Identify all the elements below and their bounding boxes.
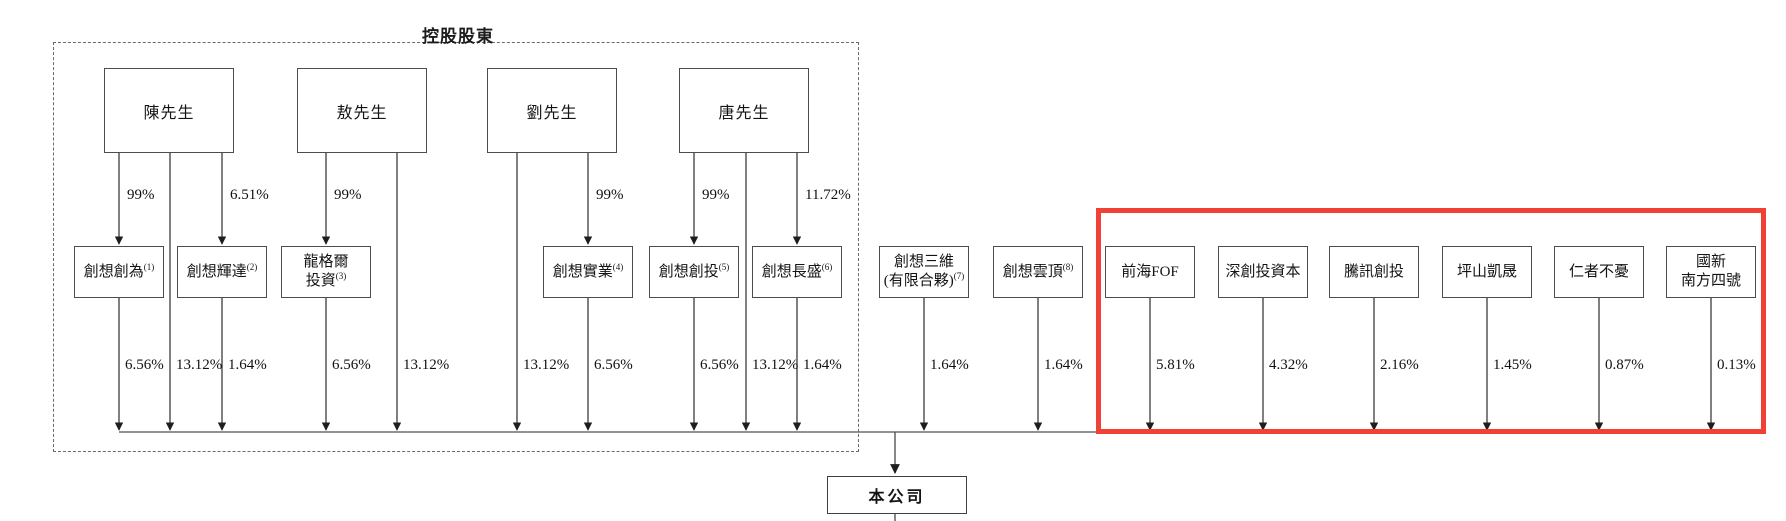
ownership-percent-label: 99%: [702, 187, 730, 203]
ownership-percent-label: 13.12%: [752, 357, 799, 373]
ownership-percent-label: 4.32%: [1269, 357, 1308, 373]
ownership-percent-label: 1.64%: [1044, 357, 1083, 373]
entity-box-pingshan-kaisheng: 坪山凱晟: [1442, 246, 1532, 298]
controlling-shareholders-label: 控股股東: [422, 27, 494, 46]
ownership-percent-label: 99%: [596, 187, 624, 203]
person-box-tang: 唐先生: [679, 68, 809, 153]
person-name: 敖先生: [336, 104, 388, 122]
person-name: 唐先生: [718, 104, 770, 122]
ownership-percent-label: 11.72%: [805, 187, 851, 203]
entity-box-tengxun-chuangtou: 騰訊創投: [1329, 246, 1419, 298]
ownership-percent-label: 6.56%: [332, 357, 371, 373]
person-box-liu: 劉先生: [487, 68, 617, 153]
ownership-percent-label: 1.64%: [228, 357, 267, 373]
ownership-percent-label: 99%: [334, 187, 362, 203]
entity-box-chuangxiang-chuangtou: 創想創投(5): [649, 246, 739, 298]
ownership-percent-label: 0.13%: [1717, 357, 1756, 373]
entity-box-chuangxiang-yunding: 創想雲頂(8): [993, 246, 1083, 298]
company-name: 本公司: [868, 489, 926, 506]
person-box-ao: 敖先生: [297, 68, 427, 153]
person-direct-arrows: [165, 153, 751, 431]
ownership-percent-label: 13.12%: [403, 357, 450, 373]
ownership-percent-label: 13.12%: [176, 357, 223, 373]
external-investors-highlight-frame: [1096, 208, 1766, 434]
controlling-shareholders-group-outline: [53, 42, 859, 452]
entity-box-shenchuangtou-ziben: 深創投資本: [1218, 246, 1308, 298]
entity-box-longgeer-touzi: 龍格爾投資(3): [281, 246, 371, 298]
person-to-entity-arrows: [114, 153, 802, 245]
ownership-percent-label: 6.56%: [125, 357, 164, 373]
entity-box-chuangxiang-sanwei: 創想三維(有限合夥)(7): [879, 246, 969, 298]
entity-box-chuangxiang-shiye: 創想實業(4): [543, 246, 633, 298]
entity-box-renzhe-buyou: 仁者不憂: [1554, 246, 1644, 298]
ownership-percent-label: 1.64%: [930, 357, 969, 373]
company-box: 本公司: [827, 476, 967, 514]
ownership-percent-label: 6.56%: [700, 357, 739, 373]
entity-drop-arrows: [114, 298, 1716, 431]
entity-box-chuangxiang-huida: 創想輝達(2): [177, 246, 267, 298]
entity-box-guoxin-nanfang-sihao: 國新南方四號: [1666, 246, 1756, 298]
ownership-percent-label: 6.56%: [594, 357, 633, 373]
ownership-percent-label: 5.81%: [1156, 357, 1195, 373]
person-name: 劉先生: [526, 104, 578, 122]
ownership-percent-label: 99%: [127, 187, 155, 203]
entity-box-chuangxiang-changsheng: 創想長盛(6): [752, 246, 842, 298]
entity-box-chuangxiang-chuangwei: 創想創為(1): [74, 246, 164, 298]
person-box-chen: 陳先生: [104, 68, 234, 153]
ownership-percent-label: 1.45%: [1493, 357, 1532, 373]
person-name: 陳先生: [143, 104, 195, 122]
ownership-percent-label: 0.87%: [1605, 357, 1644, 373]
ownership-percent-label: 13.12%: [523, 357, 570, 373]
entity-box-qianhai-fof: 前海FOF: [1105, 246, 1195, 298]
ownership-percent-label: 2.16%: [1380, 357, 1419, 373]
ownership-percent-label: 6.51%: [230, 187, 269, 203]
ownership-percent-label: 1.64%: [803, 357, 842, 373]
